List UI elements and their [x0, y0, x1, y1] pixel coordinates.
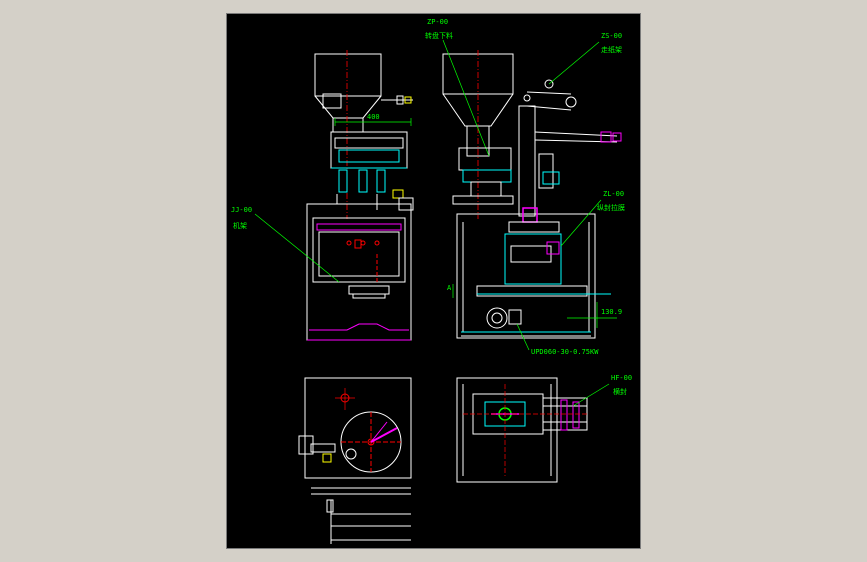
dim-130-label: 130.9 [601, 308, 622, 316]
jj-code: JJ-00 [231, 206, 252, 214]
zl-name: 纵封拉膜 [597, 203, 625, 212]
film-arm [534, 131, 618, 137]
drawing-sheet[interactable]: 400 [226, 13, 641, 549]
jj-leader [254, 213, 340, 283]
zl-code: ZL-00 [603, 190, 624, 198]
zs-name: 走纸架 [601, 45, 622, 54]
motor-label: UPD060-30-0.75KW [531, 348, 599, 356]
jj-name: 机架 [233, 221, 247, 230]
zl-leader [560, 199, 602, 247]
plan-view [298, 377, 412, 544]
film-column [518, 105, 536, 217]
zp-leader [442, 39, 490, 157]
motor-leader [516, 323, 530, 351]
hf-name: 横封 [613, 387, 627, 396]
zs-code: ZS-00 [601, 32, 622, 40]
zs-leader [548, 41, 600, 85]
zp-code: ZP-00 [427, 18, 448, 26]
hf-code: HF-00 [611, 374, 632, 382]
dim-400-label: 400 [367, 113, 380, 121]
front-hopper-top [314, 53, 382, 97]
front-view: 400 [231, 50, 414, 341]
side-view: ZP-00 转盘下料 [425, 18, 625, 356]
seal-view: HF-00 横封 [456, 374, 632, 483]
marker-a: A [447, 284, 452, 292]
cad-drawing: 400 [231, 18, 632, 544]
motor-body [486, 307, 508, 329]
plan-frame [304, 377, 412, 479]
hf-leader [572, 383, 610, 407]
front-hopper-cone [314, 95, 382, 119]
zp-name: 转盘下料 [425, 31, 453, 40]
side-frame [456, 213, 596, 339]
